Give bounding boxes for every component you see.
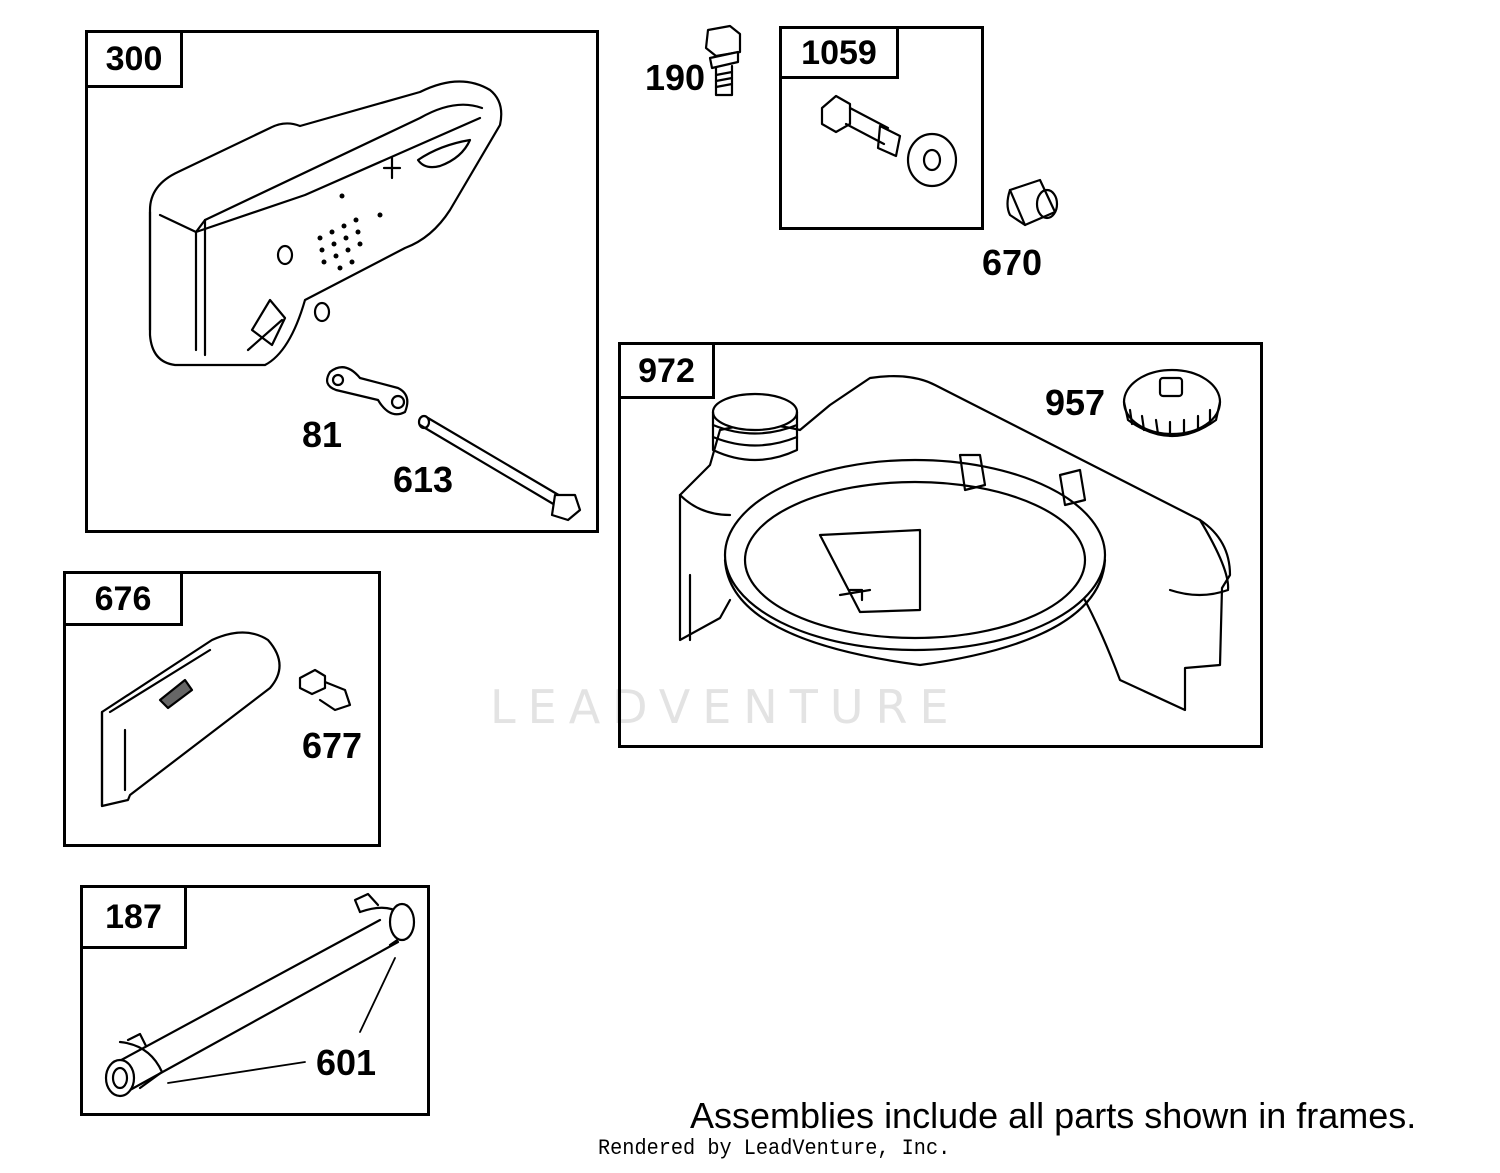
callout-190: 190: [645, 57, 706, 98]
spacer-670-illustration: [1006, 178, 1059, 227]
rendered-by-credit: Rendered by LeadVenture, Inc.: [598, 1136, 951, 1161]
callout-81: 81: [302, 414, 343, 455]
frame-1059: 1059: [779, 26, 984, 230]
frame-label-187: 187: [83, 888, 187, 949]
callout-957: 957: [1045, 382, 1106, 423]
frame-label-1059: 1059: [782, 29, 899, 79]
frame-label-972: 972: [621, 345, 715, 399]
callout-670: 670: [982, 242, 1043, 283]
frame-972: 972: [618, 342, 1263, 748]
frame-187: 187: [80, 885, 430, 1116]
fuel-tank-illustration: [678, 375, 1232, 712]
muffler-illustration: [148, 80, 582, 522]
frame-300: 300: [85, 30, 599, 533]
watermark-text: LEADVENTURE: [490, 680, 961, 734]
fuel-line-illustration: [104, 892, 416, 1098]
shield-illustration: [100, 631, 352, 808]
screw-190-illustration: [704, 24, 742, 97]
guard-bolt-illustration: [820, 94, 958, 188]
callout-677: 677: [302, 725, 363, 766]
frame-label-676: 676: [66, 574, 183, 626]
assemblies-note: Assemblies include all parts shown in fr…: [690, 1095, 1417, 1136]
callout-601: 601: [316, 1042, 377, 1083]
callout-613: 613: [393, 459, 454, 500]
fuel-cap-illustration: [1122, 368, 1222, 438]
frame-676: 676: [63, 571, 381, 847]
frame-label-300: 300: [88, 33, 183, 88]
